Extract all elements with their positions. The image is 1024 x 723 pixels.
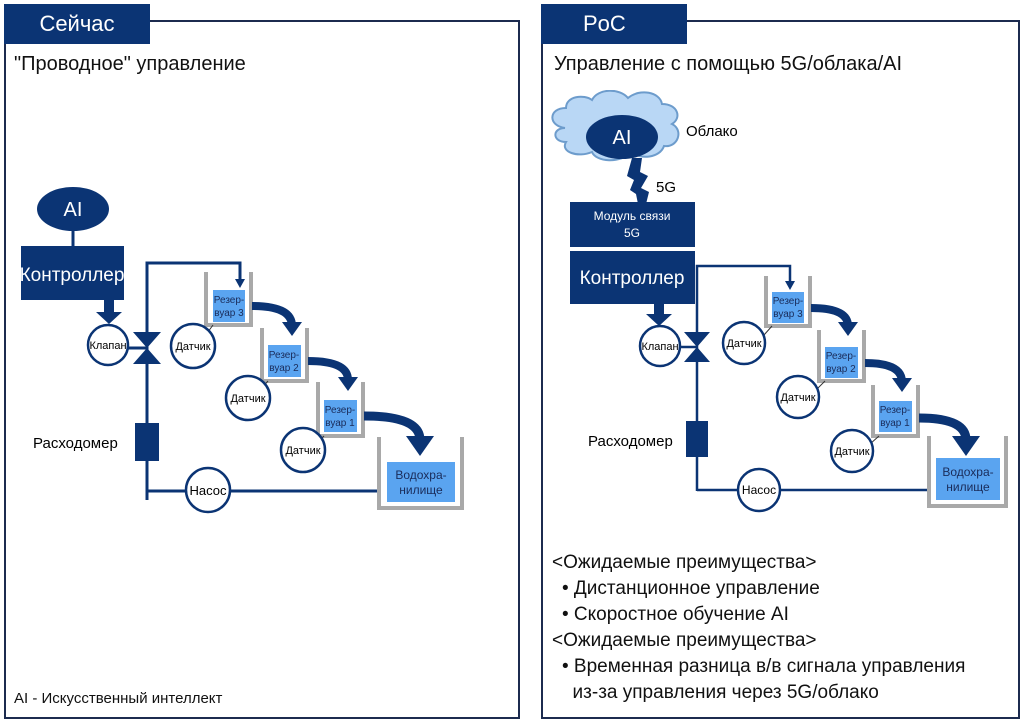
- 5g-label: 5G: [656, 179, 676, 196]
- tank-2: Резер- вуар 2: [817, 330, 866, 383]
- controller-to-valve-arrow: [646, 304, 672, 326]
- svg-text:Датчик: Датчик: [230, 393, 265, 405]
- svg-text:Датчик: Датчик: [834, 446, 869, 458]
- svg-text:Резер-: Резер-: [269, 350, 300, 361]
- reservoir: Водохра- нилище: [377, 437, 464, 510]
- poc-tab: PoC: [541, 4, 687, 44]
- 5g-cloud-control-diagram: AI Облако 5G Модуль связи 5G Контроллер …: [551, 90, 1008, 513]
- controller-to-valve-arrow: [96, 300, 122, 324]
- controller-label: Контроллер: [580, 268, 685, 289]
- tank-2: Резер- вуар 2: [260, 328, 309, 383]
- ai-node: [37, 187, 109, 231]
- pipe-top: [695, 264, 792, 491]
- pump-node: [184, 466, 232, 514]
- svg-text:Датчик: Датчик: [780, 392, 815, 404]
- benefit-item: • Скоростное обучение AI: [562, 604, 789, 625]
- sensor-1: [829, 428, 875, 474]
- drawback-item: из-за управления через 5G/облако: [562, 682, 879, 703]
- benefits-header: <Ожидаемые преимущества>: [552, 552, 817, 573]
- svg-text:Датчик: Датчик: [726, 338, 761, 350]
- sensor-2: [775, 374, 821, 420]
- pump-node: [736, 467, 782, 513]
- controller-box: [570, 251, 695, 304]
- flowmeter-label: Расходомер: [33, 435, 118, 452]
- cloud-label: Облако: [686, 123, 738, 140]
- reservoir: Водохра- нилище: [927, 436, 1008, 508]
- svg-text:Резер-: Резер-: [826, 351, 857, 362]
- valve-node: [638, 324, 682, 368]
- wired-control-diagram: AI Контроллер Клапан Расходомер Насос Ре…: [20, 187, 464, 514]
- 5g-module-box: [570, 202, 695, 247]
- tank-1: Резер- вуар 1: [871, 385, 920, 438]
- svg-text:вуар 1: вуар 1: [880, 418, 910, 429]
- valve-label: Клапан: [89, 340, 126, 352]
- pump-label: Насос: [742, 483, 776, 497]
- svg-text:Водохра-: Водохра-: [395, 468, 446, 482]
- svg-text:Резер-: Резер-: [880, 405, 911, 416]
- valve-label: Клапан: [641, 341, 678, 353]
- ai-node: [586, 115, 658, 159]
- current-tab: Сейчас: [4, 4, 150, 44]
- svg-text:вуар 2: вуар 2: [269, 363, 299, 374]
- svg-text:Резер-: Резер-: [214, 295, 245, 306]
- drawbacks-header: <Ожидаемые преимущества>: [552, 630, 817, 651]
- tank-3: Резер- вуар 3: [204, 272, 253, 327]
- tank-1: Резер- вуар 1: [316, 382, 365, 438]
- pipe-top: [145, 261, 242, 500]
- sensor-3: [169, 322, 217, 370]
- flowmeter-label: Расходомер: [588, 433, 673, 450]
- flow-arrow-1-to-reservoir: [363, 411, 425, 441]
- valve-icon: [133, 332, 161, 348]
- svg-text:вуар 3: вуар 3: [773, 309, 803, 320]
- svg-text:Модуль связи: Модуль связи: [594, 209, 671, 223]
- sensor-3: [721, 320, 767, 366]
- controller-label: Контроллер: [20, 265, 125, 286]
- pump-label: Насос: [190, 483, 227, 498]
- svg-text:нилище: нилище: [399, 483, 443, 497]
- valve-node: [86, 323, 130, 367]
- svg-text:Датчик: Датчик: [285, 445, 320, 457]
- svg-text:Резер-: Резер-: [325, 405, 356, 416]
- svg-text:нилище: нилище: [946, 480, 990, 494]
- sensor-1: [279, 426, 327, 474]
- footnote: AI - Искусственный интеллект: [14, 690, 223, 707]
- svg-text:Водохра-: Водохра-: [942, 465, 993, 479]
- controller-box: [21, 246, 124, 300]
- svg-text:вуар 2: вуар 2: [826, 364, 856, 375]
- svg-text:вуар 1: вуар 1: [325, 418, 355, 429]
- svg-text:вуар 3: вуар 3: [214, 308, 244, 319]
- flowmeter-icon: [686, 421, 708, 457]
- flowmeter-icon: [135, 423, 159, 461]
- poc-heading: Управление с помощью 5G/облака/AI: [554, 53, 903, 75]
- svg-text:5G: 5G: [624, 226, 640, 240]
- svg-text:Резер-: Резер-: [773, 296, 804, 307]
- drawback-item: • Временная разница в/в сигнала управлен…: [562, 656, 966, 677]
- svg-text:Датчик: Датчик: [175, 341, 210, 353]
- ai-label: AI: [64, 199, 83, 221]
- benefits-list: <Ожидаемые преимущества> • Дистанционное…: [552, 550, 965, 706]
- 5g-link-icon: [627, 158, 649, 204]
- benefit-item: • Дистанционное управление: [562, 578, 820, 599]
- valve-icon: [684, 332, 710, 347]
- sensor-2: [224, 374, 272, 422]
- ai-label: AI: [613, 127, 632, 149]
- current-heading: "Проводное" управление: [14, 53, 246, 75]
- tank-3: Резер- вуар 3: [764, 276, 812, 328]
